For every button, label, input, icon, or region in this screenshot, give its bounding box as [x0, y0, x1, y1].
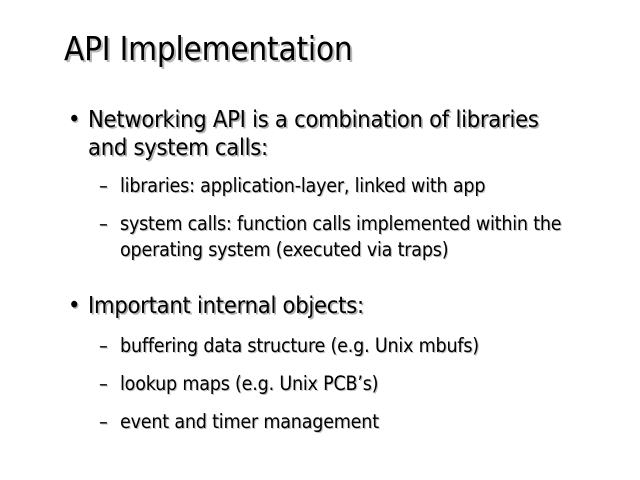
bullet-item: • Networking API is a combination of lib…	[0, 105, 640, 161]
sub-bullet-text: buffering data structure (e.g. Unix mbuf…	[120, 334, 479, 357]
slide-body: • Networking API is a combination of lib…	[0, 105, 640, 435]
sub-bullet-item: – lookup maps (e.g. Unix PCB’s)	[0, 371, 640, 397]
dash-marker-icon: –	[99, 372, 108, 395]
slide-title: API Implementation	[64, 29, 353, 68]
sub-bullet-item: – libraries: application-layer, linked w…	[0, 173, 640, 199]
sub-bullet-text: system calls: function calls implemented…	[120, 212, 562, 261]
dash-marker-icon: –	[99, 174, 108, 197]
sub-bullet-item: – event and timer management	[0, 409, 640, 435]
bullet-text: Important internal objects:	[88, 291, 364, 319]
bullet-marker-icon: •	[68, 291, 81, 319]
sub-bullet-item: – system calls: function calls implement…	[0, 211, 640, 263]
dash-marker-icon: –	[99, 410, 108, 433]
sub-bullet-item: – buffering data structure (e.g. Unix mb…	[0, 333, 640, 359]
dash-marker-icon: –	[99, 334, 108, 357]
sub-bullet-text: lookup maps (e.g. Unix PCB’s)	[120, 372, 379, 395]
sub-bullet-text: event and timer management	[120, 410, 379, 433]
bullet-item: • Important internal objects:	[0, 291, 640, 319]
dash-marker-icon: –	[99, 212, 108, 235]
bullet-text: Networking API is a combination of libra…	[88, 105, 539, 161]
bullet-marker-icon: •	[68, 105, 81, 133]
sub-bullet-text: libraries: application-layer, linked wit…	[120, 174, 486, 197]
